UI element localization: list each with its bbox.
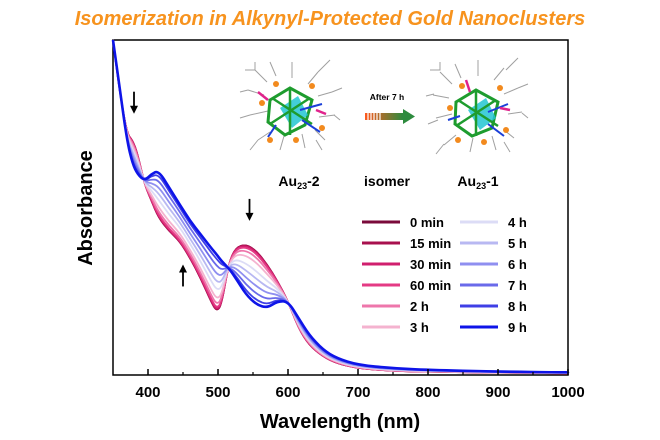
- legend-label-9: 7 h: [508, 278, 527, 293]
- x-tick-label-400: 400: [135, 384, 160, 401]
- x-tick-group: 400 500 600 700 800 900 1000: [135, 369, 585, 401]
- x-tick-label-600: 600: [275, 384, 300, 401]
- legend-label-0: 0 min: [410, 215, 444, 230]
- legend-label-4: 2 h: [410, 299, 429, 314]
- plot-area: 400 500 600 700 800 900 1000: [111, 39, 585, 401]
- x-tick-label-700: 700: [345, 384, 370, 401]
- legend-label-8: 6 h: [508, 257, 527, 272]
- cluster-structure-au23-2: [239, 59, 343, 151]
- legend: 0 min 15 min 30 min 60 min 2 h 3 h 4 h 5 h 6 h 7 …: [362, 215, 527, 335]
- inset-arrow-label: After 7 h: [370, 92, 404, 102]
- x-tick-label-900: 900: [485, 384, 510, 401]
- legend-label-5: 3 h: [410, 320, 429, 335]
- x-tick-label-1000: 1000: [551, 384, 584, 401]
- legend-label-1: 15 min: [410, 236, 451, 251]
- legend-label-11: 9 h: [508, 320, 527, 335]
- x-axis-label: Wavelength (nm): [260, 411, 420, 433]
- annotation-arrow-down-0: [130, 91, 138, 114]
- legend-label-2: 30 min: [410, 257, 451, 272]
- legend-label-7: 5 h: [508, 236, 527, 251]
- annotation-arrow-up-1: [179, 264, 187, 287]
- series-group: [111, 39, 570, 375]
- inset-middle-label: isomer: [364, 173, 410, 189]
- inset-left-label: Au23-2: [278, 173, 319, 191]
- legend-label-3: 60 min: [410, 278, 451, 293]
- inset-right-label: Au23-1: [457, 173, 498, 191]
- legend-label-10: 8 h: [508, 299, 527, 314]
- x-tick-label-500: 500: [205, 384, 230, 401]
- chart-title: Isomerization in Alkynyl-Protected Gold …: [75, 8, 585, 30]
- cluster-structure-au23-1: [425, 57, 529, 155]
- inset-illustration: After 7 h Au23-2 isomer Au23-1: [239, 57, 529, 191]
- isomerization-arrow: [365, 109, 415, 124]
- annotation-arrow-down-2: [245, 198, 254, 221]
- plot-frame: [112, 39, 569, 376]
- legend-label-6: 4 h: [508, 215, 527, 230]
- x-tick-label-800: 800: [415, 384, 440, 401]
- annotation-group: [130, 91, 254, 287]
- y-axis-label: Absorbance: [75, 150, 97, 266]
- series-line-11: [111, 39, 570, 374]
